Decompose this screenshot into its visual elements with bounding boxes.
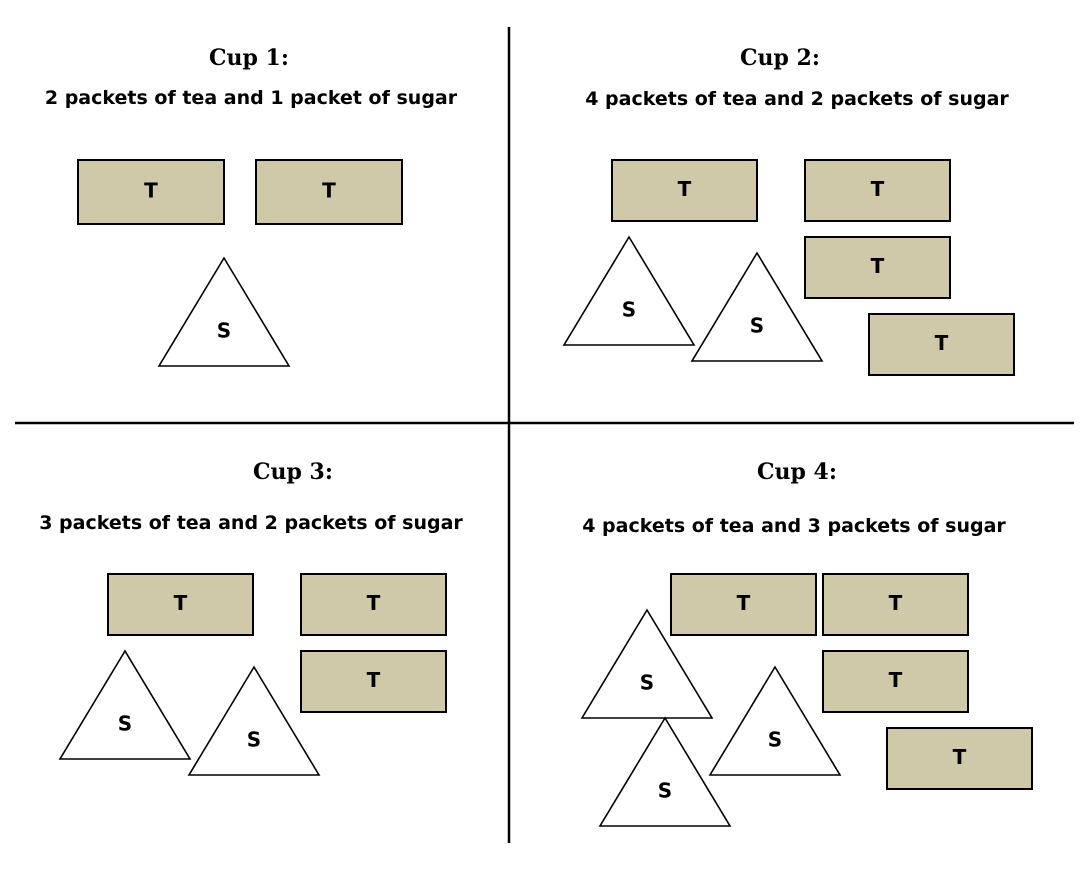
sugar-packet-triangle bbox=[708, 665, 842, 776]
sugar-packet: S bbox=[690, 251, 824, 362]
tea-packet: T bbox=[77, 159, 225, 225]
tea-packet-rect bbox=[670, 573, 817, 636]
tea-packet: T bbox=[804, 159, 951, 222]
sugar-packet-triangle bbox=[690, 251, 824, 362]
tea-packet-rect bbox=[822, 573, 969, 636]
cup-4-title: Cup 4: bbox=[757, 459, 837, 485]
sugar-label: S bbox=[118, 712, 132, 736]
sugar-packet-triangle bbox=[562, 235, 696, 346]
cup-4-description: 4 packets of tea and 3 packets of sugar bbox=[582, 515, 1006, 537]
sugar-label: S bbox=[247, 728, 261, 752]
tea-label: T bbox=[889, 591, 903, 615]
cup-1-title: Cup 1: bbox=[209, 45, 289, 71]
cup-2-description: 4 packets of tea and 2 packets of sugar bbox=[585, 88, 1009, 110]
sugar-packet-triangle bbox=[157, 256, 291, 367]
sugar-packet: S bbox=[58, 649, 192, 760]
tea-label: T bbox=[367, 591, 381, 615]
tea-packet-rect bbox=[886, 727, 1033, 790]
tea-packet: T bbox=[822, 650, 969, 713]
sugar-packet-triangle bbox=[187, 665, 321, 776]
tea-packet: T bbox=[107, 573, 254, 636]
sugar-packet-triangle bbox=[580, 608, 714, 719]
sugar-packet-triangle bbox=[598, 716, 732, 827]
tea-packet-rect bbox=[804, 159, 951, 222]
sugar-packet: S bbox=[598, 716, 732, 827]
cup-1-description: 2 packets of tea and 1 packet of sugar bbox=[45, 87, 458, 109]
sugar-packet: S bbox=[580, 608, 714, 719]
cup-3-title: Cup 3: bbox=[253, 459, 333, 485]
tea-packet: T bbox=[611, 159, 758, 222]
tea-packet-rect bbox=[300, 573, 447, 636]
tea-packet: T bbox=[670, 573, 817, 636]
tea-packet-rect bbox=[804, 236, 951, 299]
tea-packet: T bbox=[804, 236, 951, 299]
tea-packet-rect bbox=[77, 159, 225, 225]
tea-packet-rect bbox=[107, 573, 254, 636]
tea-label: T bbox=[935, 331, 949, 355]
tea-packet-rect bbox=[822, 650, 969, 713]
tea-label: T bbox=[678, 177, 692, 201]
tea-label: T bbox=[144, 179, 158, 203]
tea-label: T bbox=[367, 668, 381, 692]
tea-packet-rect bbox=[868, 313, 1015, 376]
tea-packet-rect bbox=[611, 159, 758, 222]
tea-label: T bbox=[889, 668, 903, 692]
tea-label: T bbox=[953, 745, 967, 769]
sugar-packet: S bbox=[157, 256, 291, 367]
tea-packet: T bbox=[886, 727, 1033, 790]
tea-packet-rect bbox=[255, 159, 403, 225]
tea-packet: T bbox=[822, 573, 969, 636]
tea-packet: T bbox=[255, 159, 403, 225]
sugar-label: S bbox=[640, 671, 654, 695]
tea-packet-rect bbox=[300, 650, 447, 713]
sugar-packet: S bbox=[187, 665, 321, 776]
sugar-packet: S bbox=[562, 235, 696, 346]
sugar-packet-triangle bbox=[58, 649, 192, 760]
sugar-label: S bbox=[768, 728, 782, 752]
tea-label: T bbox=[322, 179, 336, 203]
tea-label: T bbox=[174, 591, 188, 615]
tea-label: T bbox=[871, 177, 885, 201]
sugar-label: S bbox=[658, 779, 672, 803]
tea-packet: T bbox=[868, 313, 1015, 376]
cup-2-title: Cup 2: bbox=[740, 45, 820, 71]
tea-packet: T bbox=[300, 650, 447, 713]
tea-label: T bbox=[737, 591, 751, 615]
tea-label: T bbox=[871, 254, 885, 278]
sugar-label: S bbox=[217, 319, 231, 343]
sugar-label: S bbox=[750, 314, 764, 338]
sugar-packet: S bbox=[708, 665, 842, 776]
tea-packet: T bbox=[300, 573, 447, 636]
sugar-label: S bbox=[622, 298, 636, 322]
cup-3-description: 3 packets of tea and 2 packets of sugar bbox=[39, 512, 463, 534]
